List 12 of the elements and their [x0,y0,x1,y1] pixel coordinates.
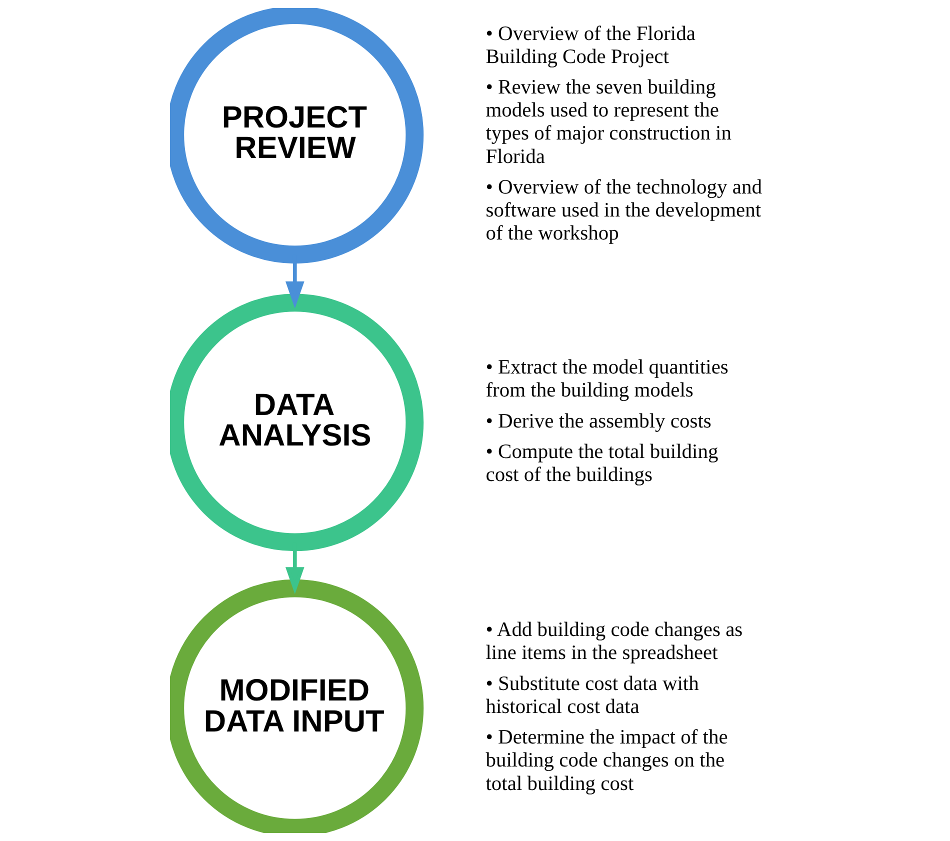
node-label: • Overview of the Florida Building Code Project [485,22,695,68]
node-label: • Determine the impact of the building code changes on the total building cost [485,726,728,795]
node-circle: DATA ANALYSIS [170,294,424,552]
node-label: • Add building code changes as line items in the spreadsheet [485,619,742,664]
node-label: • Review the seven building models used to represent the types of major construction in Florida [485,76,732,168]
node-label: • Substitute cost data with historical cost data [485,672,698,718]
node-label: • Compute the total building cost of the buildings [485,441,718,486]
node-label: • Overview of the technology and software used in the development of the workshop [485,176,762,245]
node-label: • Derive the assembly costs [485,410,711,432]
node-label: • Extract the model quantities from the building models [485,356,728,402]
node-circle: PROJECT REVIEW [170,8,424,264]
node-circle: MODIFIED DATA INPUT [170,579,424,833]
